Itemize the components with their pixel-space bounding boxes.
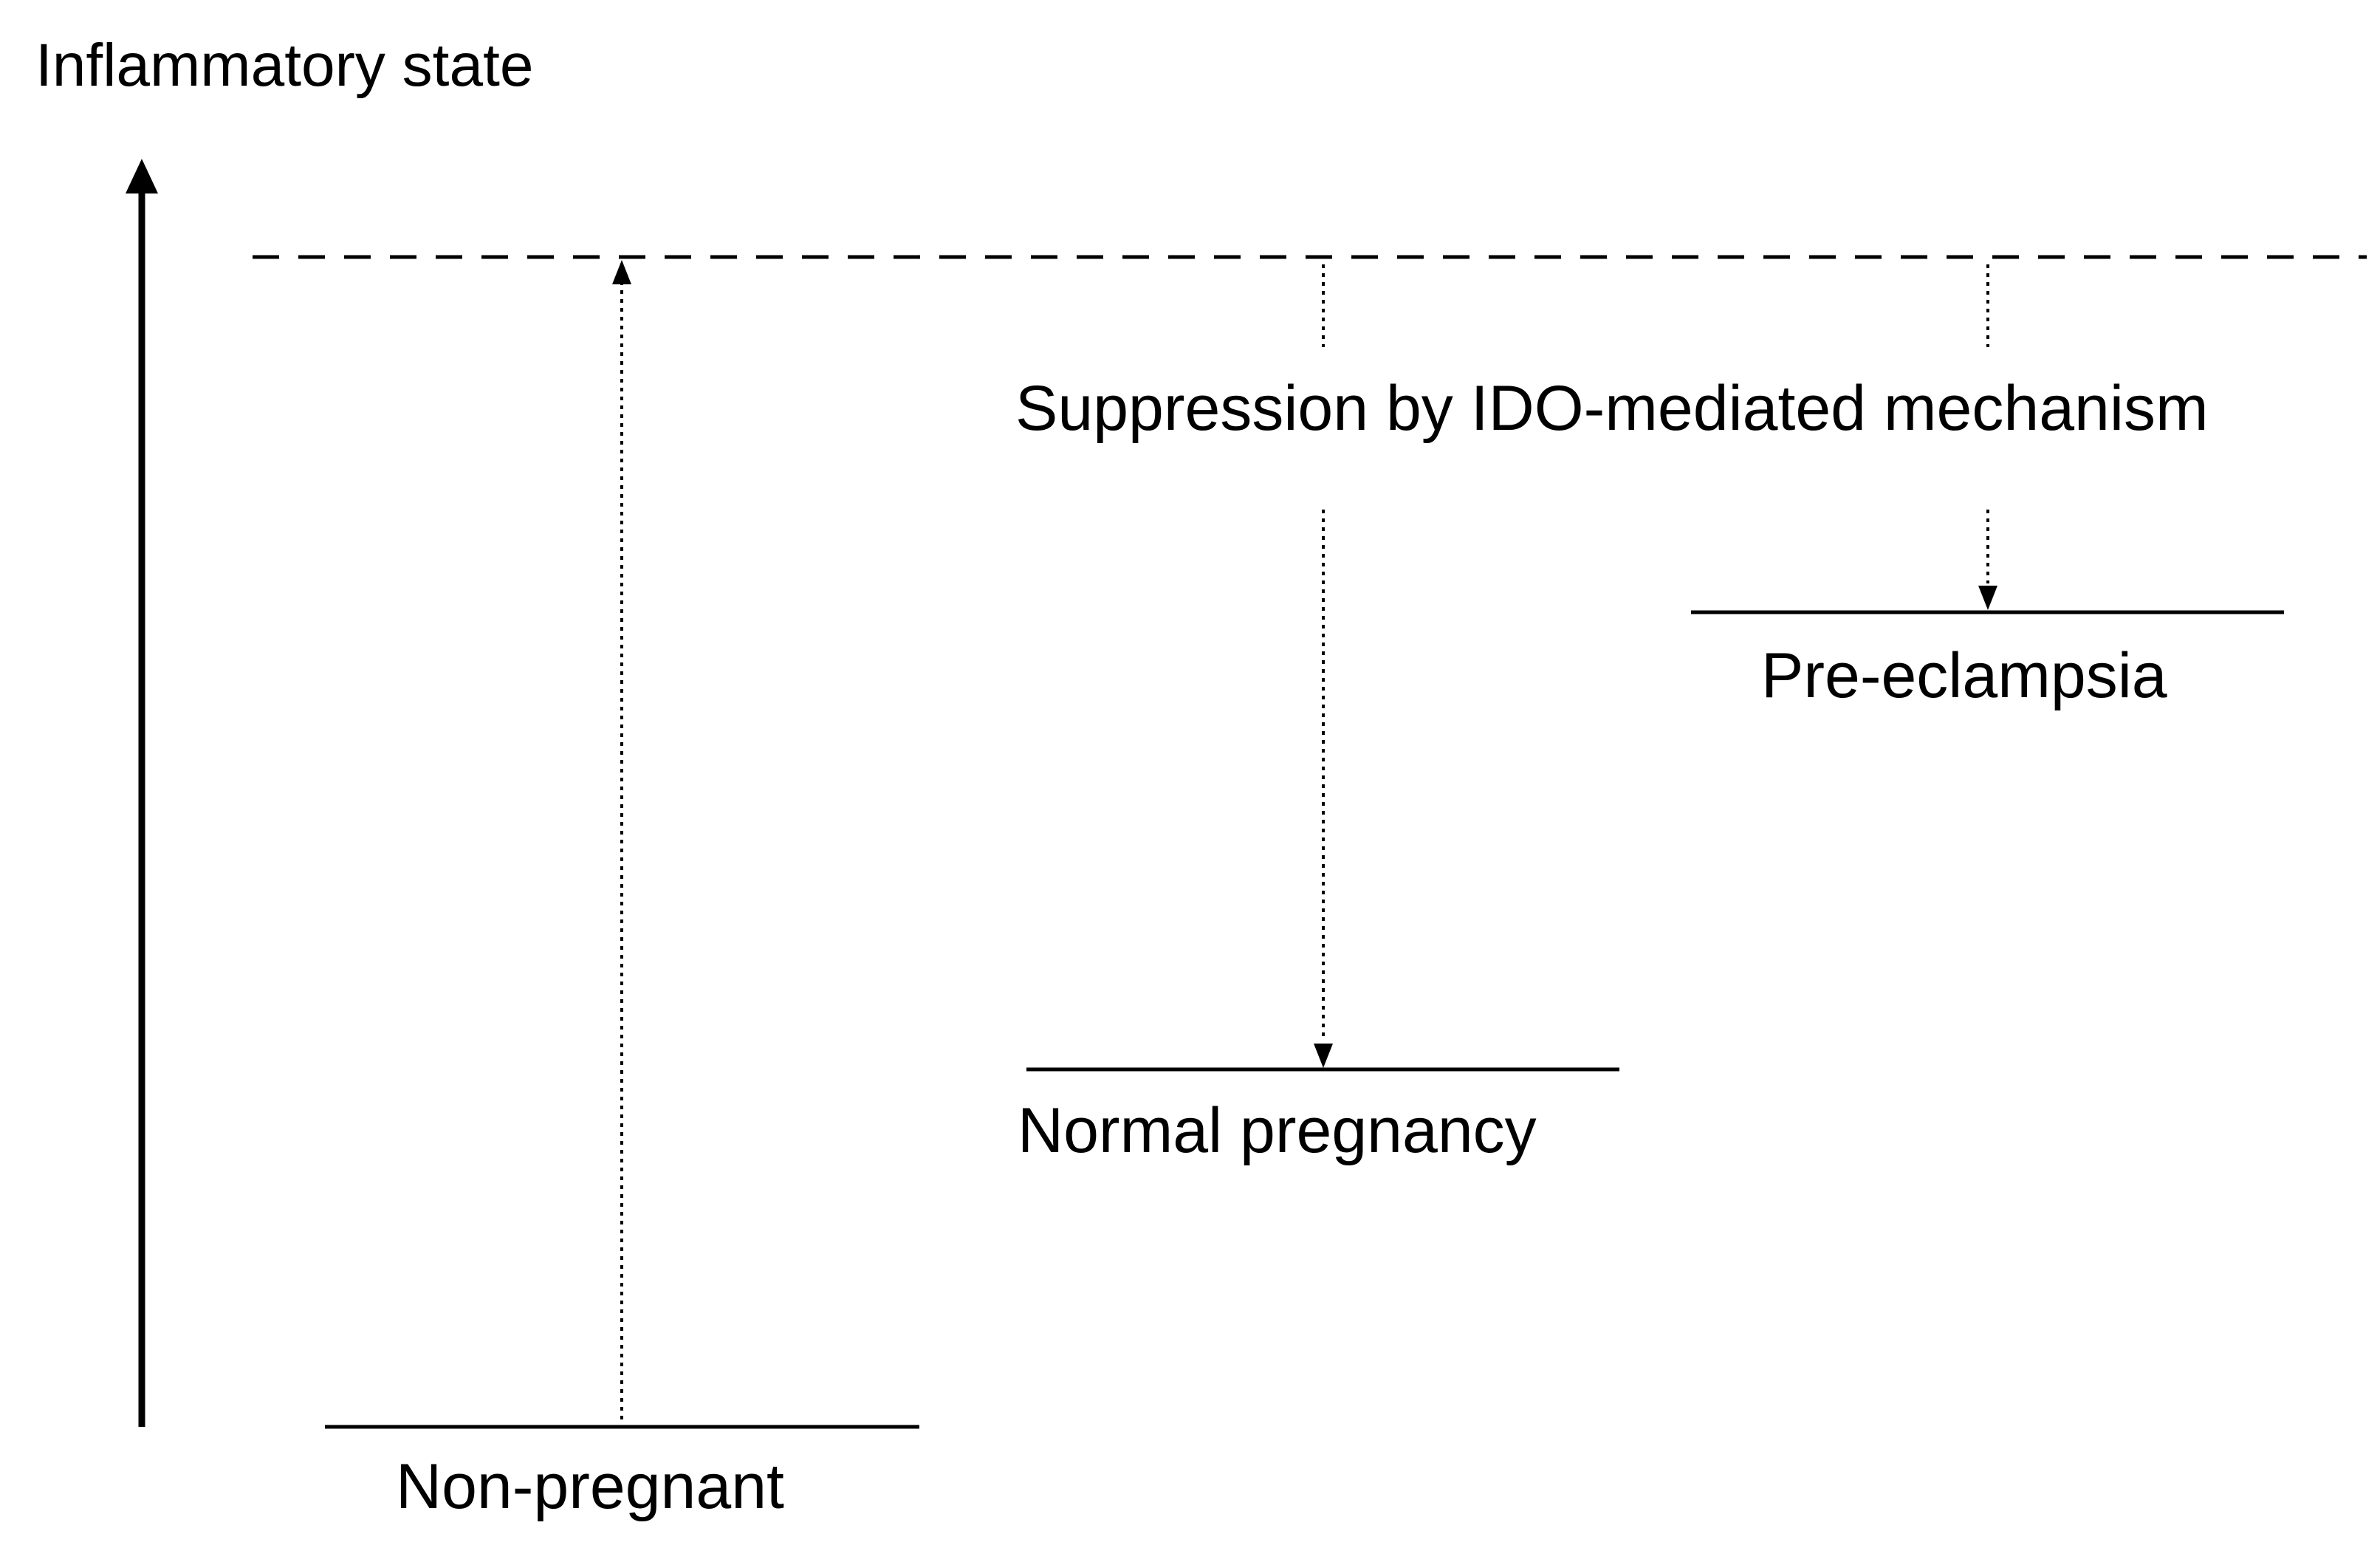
normal-arrowhead xyxy=(1314,1044,1333,1068)
suppression-label: Suppression by IDO-mediated mechanism xyxy=(1015,373,2209,444)
normal-pregnancy-label: Normal pregnancy xyxy=(1018,1095,1537,1166)
pre-eclampsia-arrowhead xyxy=(1978,586,1997,610)
non-pregnant-arrowhead xyxy=(612,260,631,284)
y-axis-arrowhead xyxy=(126,159,158,193)
pre-eclampsia-label: Pre-eclampsia xyxy=(1761,640,2167,711)
non-pregnant-label: Non-pregnant xyxy=(396,1451,784,1522)
axis-title: Inflammatory state xyxy=(35,32,534,99)
